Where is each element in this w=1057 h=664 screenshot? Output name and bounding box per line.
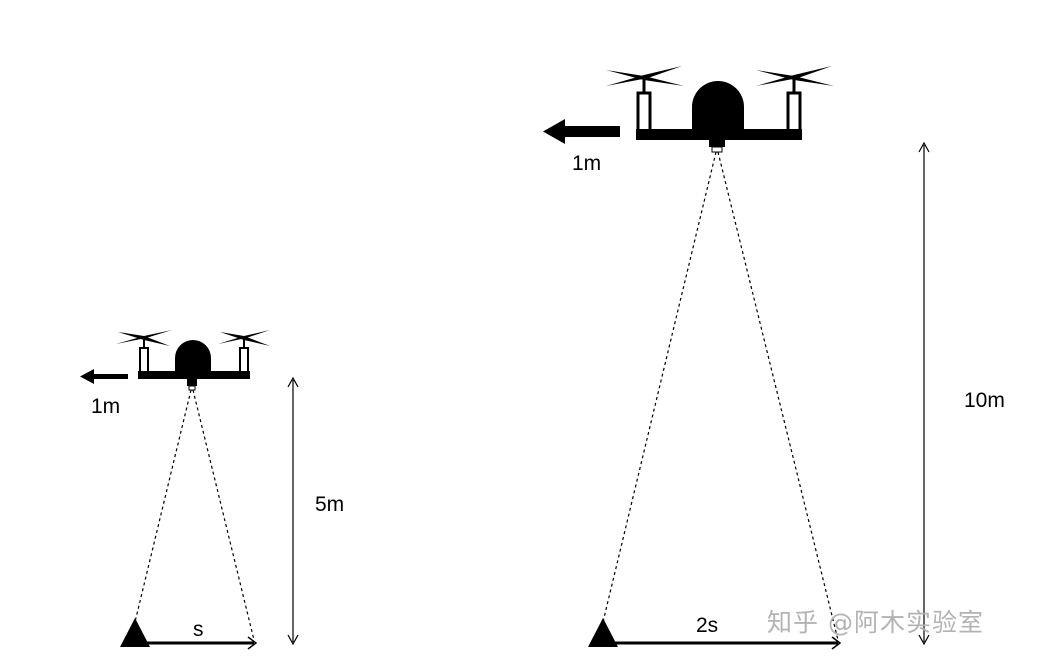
right-speed-label: 1m: [572, 152, 601, 175]
right-height-label: 10m: [964, 389, 1005, 412]
right-height-dimension: [918, 141, 930, 646]
watermark-text: 知乎 @阿木实验室: [767, 608, 984, 637]
left-height-dimension: [287, 376, 299, 646]
right-drone-icon: [606, 66, 834, 153]
left-scene: 1m s 5m: [80, 330, 344, 650]
left-height-label: 5m: [315, 493, 344, 516]
left-drone-icon: [116, 330, 270, 391]
right-field-of-view: [602, 151, 839, 641]
left-triangle-marker-icon: [120, 618, 150, 647]
right-scene: 1m 2s 10m: [543, 66, 1005, 650]
left-speed-label: 1m: [91, 395, 120, 418]
left-ground-distance-arrow: [140, 636, 258, 650]
left-field-of-view: [134, 389, 255, 641]
right-direction-arrow-icon: [543, 119, 620, 144]
right-triangle-marker-icon: [588, 618, 618, 647]
left-direction-arrow-icon: [80, 369, 128, 384]
right-ground-distance-arrow: [606, 636, 842, 650]
left-ground-label: s: [193, 618, 204, 641]
right-ground-label: 2s: [696, 614, 718, 637]
